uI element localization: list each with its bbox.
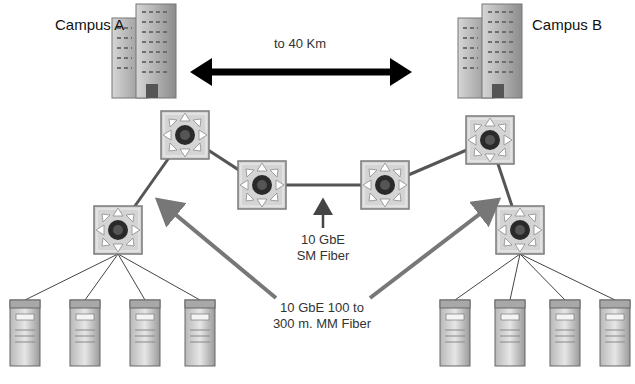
campus-ellipse — [45, 62, 305, 248]
link-label: to 40 Km — [258, 36, 342, 52]
link-label: 10 GbE SM Fiber — [290, 232, 356, 264]
link-label: 10 GbE 100 to 300 m. MM Fiber — [268, 300, 376, 332]
campus-region: Campus B — [330, 60, 580, 242]
campus-name: Campus B — [532, 16, 602, 33]
campus-ellipse — [330, 60, 580, 242]
campus-region: Campus A — [45, 62, 305, 248]
campus-name: Campus A — [55, 16, 124, 33]
